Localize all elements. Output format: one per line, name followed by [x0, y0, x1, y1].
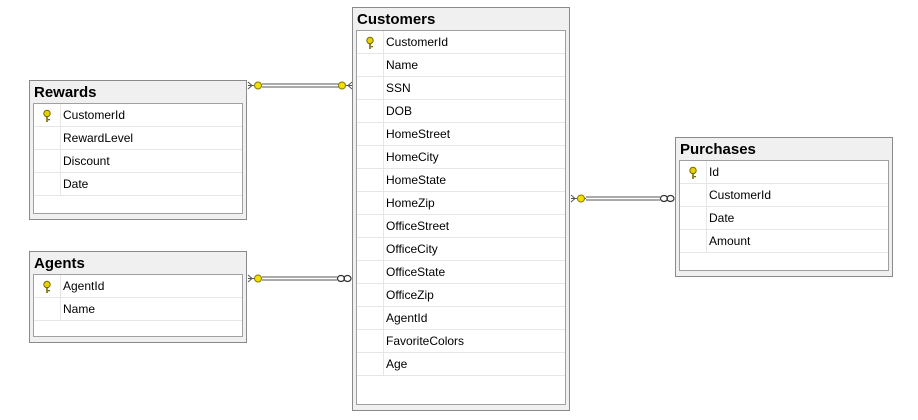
column-row[interactable]: HomeStreet — [357, 123, 565, 146]
column-name: RewardLevel — [63, 131, 134, 145]
column-row[interactable]: Date — [34, 173, 242, 196]
column-row[interactable]: SSN — [357, 77, 565, 100]
key-icon — [43, 109, 51, 122]
key-connector-icon — [570, 194, 586, 203]
relationship-agents-customers[interactable] — [247, 274, 352, 283]
column-row[interactable]: HomeZip — [357, 192, 565, 215]
column-list: AgentId Name — [33, 274, 243, 337]
column-name: Id — [709, 165, 720, 179]
column-row[interactable]: Name — [357, 54, 565, 77]
column-row[interactable]: Amount — [680, 230, 888, 253]
column-name: Discount — [63, 154, 110, 168]
key-connector-icon — [338, 81, 353, 90]
column-row[interactable]: CustomerId — [357, 31, 565, 54]
column-row[interactable]: AgentId — [357, 307, 565, 330]
column-row[interactable]: OfficeState — [357, 261, 565, 284]
table-title: Purchases — [680, 141, 756, 158]
column-name: OfficeCity — [386, 242, 438, 256]
column-list: CustomerId Name SSN DOB HomeStreet HomeC… — [356, 30, 566, 405]
table-title: Customers — [357, 11, 436, 28]
key-icon — [43, 280, 51, 293]
column-name: Age — [386, 357, 408, 371]
table-agents[interactable]: Agents AgentId Name — [29, 251, 247, 343]
column-name: Name — [386, 58, 419, 72]
key-icon — [689, 166, 697, 179]
column-row[interactable]: OfficeCity — [357, 238, 565, 261]
column-name: SSN — [386, 81, 411, 95]
column-row[interactable]: HomeState — [357, 169, 565, 192]
column-name: HomeZip — [386, 196, 435, 210]
column-name: FavoriteColors — [386, 334, 465, 348]
column-row[interactable]: Discount — [34, 150, 242, 173]
column-name: HomeState — [386, 173, 447, 187]
column-name: OfficeZip — [386, 288, 434, 302]
column-row[interactable]: AgentId — [34, 275, 242, 298]
column-name: CustomerId — [386, 35, 449, 49]
table-purchases[interactable]: Purchases Id CustomerId Date Amount — [675, 137, 893, 277]
column-name: Date — [709, 211, 735, 225]
infinity-connector-icon — [336, 274, 352, 283]
column-row[interactable]: CustomerId — [34, 104, 242, 127]
column-row[interactable]: CustomerId — [680, 184, 888, 207]
column-name: Date — [63, 177, 89, 191]
key-connector-icon — [247, 81, 262, 90]
relationship-rewards-customers[interactable] — [247, 81, 353, 90]
column-name: AgentId — [386, 311, 428, 325]
column-row[interactable]: Date — [680, 207, 888, 230]
column-row[interactable]: DOB — [357, 100, 565, 123]
column-name: Name — [63, 302, 96, 316]
column-name: CustomerId — [63, 108, 126, 122]
column-name: CustomerId — [709, 188, 772, 202]
table-rewards[interactable]: Rewards CustomerId RewardLevel Discount … — [29, 80, 247, 220]
table-title: Agents — [34, 255, 85, 272]
column-list: Id CustomerId Date Amount — [679, 160, 889, 271]
column-name: OfficeStreet — [386, 219, 450, 233]
column-row[interactable]: Name — [34, 298, 242, 321]
column-list: CustomerId RewardLevel Discount Date — [33, 103, 243, 214]
column-name: DOB — [386, 104, 413, 118]
column-name: HomeCity — [386, 150, 439, 164]
relationship-customers-purchases[interactable] — [570, 194, 675, 203]
column-name: AgentId — [63, 279, 105, 293]
key-connector-icon — [247, 274, 262, 283]
infinity-connector-icon — [659, 194, 675, 203]
key-icon — [366, 36, 374, 49]
column-name: HomeStreet — [386, 127, 451, 141]
column-row[interactable]: RewardLevel — [34, 127, 242, 150]
column-row[interactable]: OfficeZip — [357, 284, 565, 307]
column-name: OfficeState — [386, 265, 446, 279]
column-row[interactable]: Age — [357, 353, 565, 376]
column-row[interactable]: HomeCity — [357, 146, 565, 169]
column-row[interactable]: FavoriteColors — [357, 330, 565, 353]
column-name: Amount — [709, 234, 751, 248]
column-row[interactable]: Id — [680, 161, 888, 184]
column-row[interactable]: OfficeStreet — [357, 215, 565, 238]
table-customers[interactable]: Customers CustomerId Name SSN DOB HomeSt… — [352, 7, 570, 411]
table-title: Rewards — [34, 84, 97, 101]
